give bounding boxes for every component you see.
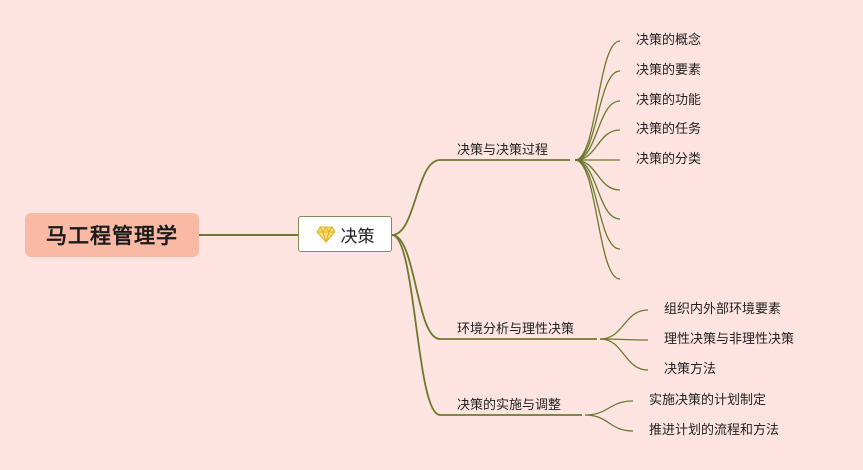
main-topic-label: 决策 xyxy=(340,226,375,247)
branch-0-child-2-label[interactable]: 决策的功能 xyxy=(636,93,702,108)
connector-branch-0-child-3 xyxy=(574,129,621,161)
branch-2-child-0-label[interactable]: 实施决策的计划制定 xyxy=(649,393,767,408)
main-topic-node[interactable]: 决策 xyxy=(298,216,392,252)
branch-0-child-0-label[interactable]: 决策的概念 xyxy=(636,33,702,48)
connector-branch-1-child-0 xyxy=(599,309,649,340)
branch-1-label[interactable]: 环境分析与理性决策 xyxy=(457,322,575,337)
branch-2-label[interactable]: 决策的实施与调整 xyxy=(457,398,562,413)
connector-branch-2-child-0 xyxy=(584,400,634,416)
branch-1-child-1-label[interactable]: 理性决策与非理性决策 xyxy=(664,332,795,347)
connector-branch-0-child-8 xyxy=(574,159,621,280)
connector-main-to-branch-2 xyxy=(391,234,441,416)
branch-0-child-4-label[interactable]: 决策的分类 xyxy=(636,152,702,167)
connector-branch-2-child-1 xyxy=(584,414,634,432)
gem-icon xyxy=(315,226,336,244)
connector-branch-1-child-2 xyxy=(599,338,649,371)
connector-branch-0-child-0 xyxy=(574,40,621,161)
branch-1-child-0-label[interactable]: 组织内外部环境要素 xyxy=(664,302,782,317)
connector-branch-0-child-7 xyxy=(574,159,621,250)
connector-main-to-branch-0 xyxy=(391,159,441,236)
connector-branch-0-child-1 xyxy=(574,70,621,161)
root-node-label: 马工程管理学 xyxy=(46,224,178,248)
connector-branch-0-child-2 xyxy=(574,100,621,161)
branch-0-child-3-label[interactable]: 决策的任务 xyxy=(636,122,702,137)
branch-2-child-1-label[interactable]: 推进计划的流程和方法 xyxy=(649,423,780,438)
connector-main-to-branch-1 xyxy=(391,234,441,340)
branch-1-child-2-label[interactable]: 决策方法 xyxy=(664,362,717,377)
root-node[interactable]: 马工程管理学 xyxy=(25,213,199,257)
branch-0-child-1-label[interactable]: 决策的要素 xyxy=(636,63,702,78)
branch-0-label[interactable]: 决策与决策过程 xyxy=(457,143,549,158)
